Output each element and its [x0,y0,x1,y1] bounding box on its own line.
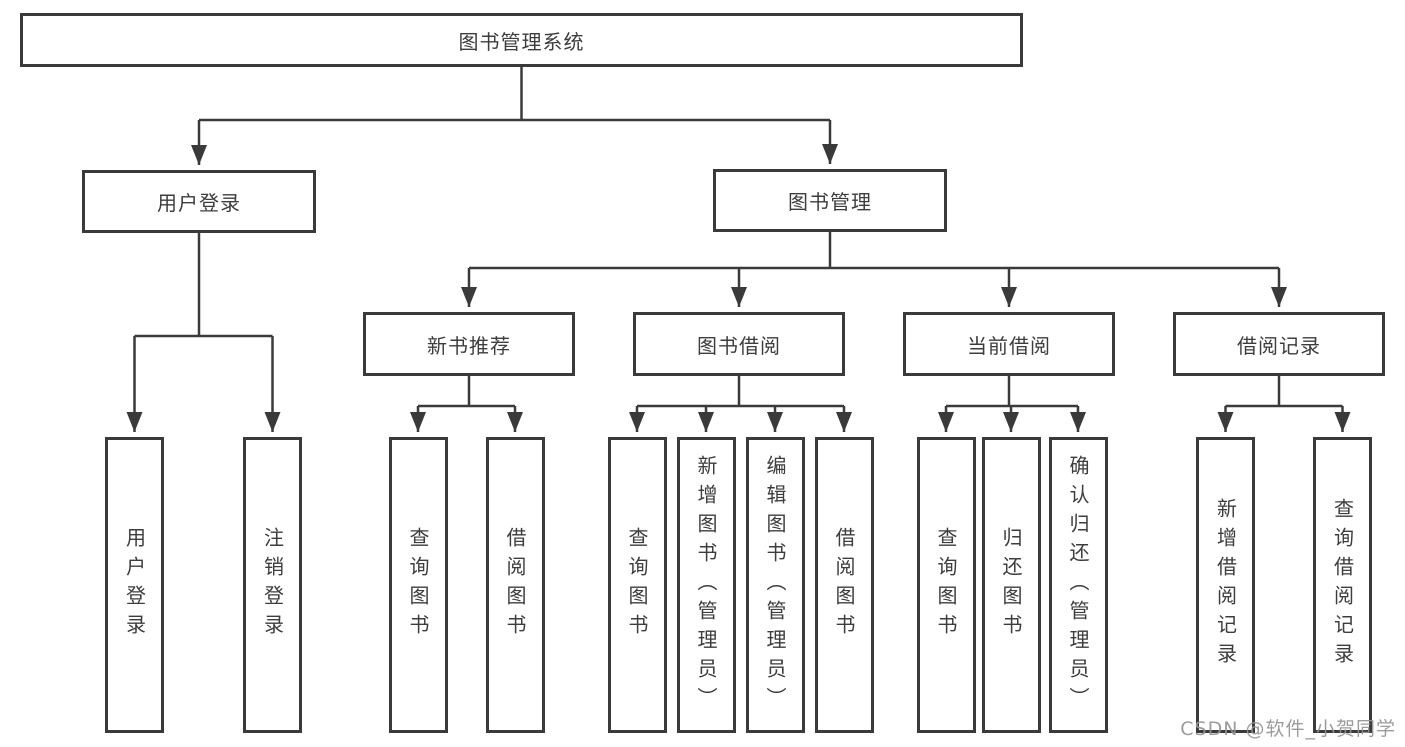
node-leaf-logout: 注销登录 [243,437,302,733]
node-user-login-module: 用户登录 [82,170,316,233]
connector-new-book-children [410,376,523,432]
node-leaf-query-books-recommend: 查询图书 [388,437,448,733]
node-leaf-borrow-books-recommend: 借阅图书 [485,437,545,733]
node-label: 注销登录 [260,527,285,643]
node-label: 新增借阅记录 [1213,498,1238,672]
node-label: 借阅图书 [832,527,856,643]
node-leaf-return-books: 归还图书 [981,437,1041,733]
connector-current-borrow-children [938,376,1086,432]
node-current-borrowing: 当前借阅 [903,312,1115,376]
node-label: 新书推荐 [427,333,511,358]
node-book-management-module: 图书管理 [713,169,947,232]
node-leaf-add-borrow-record: 新增借阅记录 [1196,437,1255,733]
node-leaf-edit-book-admin: 编辑图书（管理员） [745,437,805,733]
csdn-watermark: CSDN @软件_小贺同学 [1180,718,1396,740]
node-label: 当前借阅 [967,333,1051,358]
node-leaf-confirm-return-admin: 确认归还（管理员） [1048,437,1108,733]
node-leaf-user-login: 用户登录 [105,437,164,733]
node-label: 用户登录 [157,191,241,215]
node-label: 查询图书 [625,527,649,643]
node-label: 查询借阅记录 [1330,498,1355,672]
node-label: 图书借阅 [697,333,781,358]
node-label: 查询图书 [934,527,958,643]
node-label: 借阅图书 [503,527,527,643]
node-new-book-recommendation: 新书推荐 [363,312,575,376]
node-book-borrowing: 图书借阅 [633,312,845,376]
node-library-management-system: 图书管理系统 [20,13,1023,67]
node-label: 新增图书（管理员） [694,454,718,716]
connector-root-to-level2 [191,67,838,165]
connector-user-login-children [126,233,281,432]
node-label: 图书管理 [788,190,872,214]
node-leaf-query-books-borrow: 查询图书 [607,437,667,733]
node-leaf-borrow-books: 借阅图书 [814,437,874,733]
connector-book-management-children [461,232,1287,307]
node-label: 图书管理系统 [458,29,585,54]
node-borrowing-records: 借阅记录 [1173,312,1385,376]
node-leaf-query-books-current: 查询图书 [916,437,976,733]
node-leaf-query-borrow-record: 查询借阅记录 [1313,437,1372,733]
connector-borrow-records-children [1217,376,1351,432]
node-label: 用户登录 [122,527,147,643]
connector-book-borrow-children [629,376,852,432]
node-label: 编辑图书（管理员） [763,454,787,716]
node-leaf-add-book-admin: 新增图书（管理员） [676,437,736,733]
node-label: 确认归还（管理员） [1066,454,1090,716]
node-label: 归还图书 [999,527,1023,643]
node-label: 查询图书 [406,527,430,643]
node-label: 借阅记录 [1237,333,1321,358]
